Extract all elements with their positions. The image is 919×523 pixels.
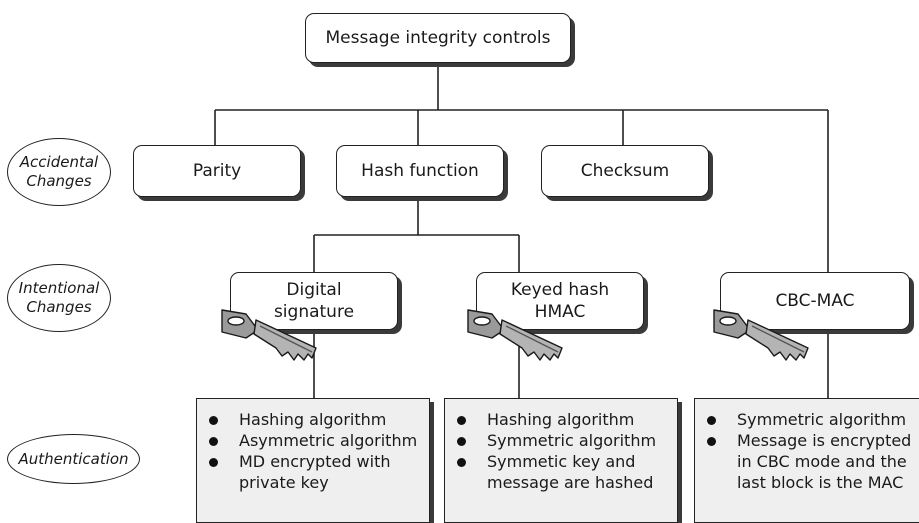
auth-item-text: Message is encrypted xyxy=(737,431,912,450)
keyed-hash-line1: Keyed hash xyxy=(510,280,610,300)
auth-item: Message is encrypted in CBC mode and the l… xyxy=(707,430,919,493)
auth-item: Hashing algorithm xyxy=(209,409,425,430)
level-accidental-line1: Accidental xyxy=(19,153,99,171)
auth-item-text: Symmetic key and xyxy=(487,452,636,471)
auth-item: Asymmetric algorithm xyxy=(209,430,425,451)
parity-box: Parity xyxy=(133,145,301,197)
level-intentional-line1: Intentional xyxy=(18,279,100,297)
root-box: Message integrity controls xyxy=(305,13,571,63)
level-intentional-line2: Changes xyxy=(26,298,92,316)
auth-item-text: in CBC mode and the xyxy=(737,452,907,471)
auth-item-text: Hashing algorithm xyxy=(239,410,387,429)
level-accidental: Accidental Changes xyxy=(7,138,111,206)
level-authentication-line1: Authentication xyxy=(18,449,129,468)
level-intentional: Intentional Changes xyxy=(7,264,111,332)
key-icon xyxy=(713,309,809,361)
auth-item-text: Hashing algorithm xyxy=(487,410,635,429)
auth-box-keyed-hash: Hashing algorithm Symmetric algorithm Sy… xyxy=(444,398,678,523)
checksum-label: Checksum xyxy=(580,161,670,181)
root-connector xyxy=(214,62,829,300)
auth-item-text: message are hashed xyxy=(487,473,654,492)
key-icon xyxy=(221,309,317,361)
auth-item: Symmetic key and message are hashed xyxy=(457,451,673,493)
key-icon xyxy=(467,309,563,361)
digital-signature-line2: signature xyxy=(273,302,355,322)
cbc-mac-box: CBC-MAC xyxy=(720,272,910,330)
auth-item-text: private key xyxy=(239,473,329,492)
auth-item: Symmetric algorithm xyxy=(707,409,919,430)
auth-item: Symmetric algorithm xyxy=(457,430,673,451)
checksum-box: Checksum xyxy=(541,145,709,197)
auth-box-cbc-mac: Symmetric algorithm Message is encrypted… xyxy=(694,398,919,523)
auth-box-digital-signature: Hashing algorithm Asymmetric algorithm M… xyxy=(196,398,430,523)
auth-item-text: Symmetric algorithm xyxy=(487,431,657,450)
level-authentication: Authentication xyxy=(7,434,140,484)
auth-item-text: Symmetric algorithm xyxy=(737,410,907,429)
hash-function-label: Hash function xyxy=(361,161,479,181)
digital-signature-line1: Digital xyxy=(286,280,342,300)
level-accidental-line2: Changes xyxy=(26,172,92,190)
root-label: Message integrity controls xyxy=(325,28,551,48)
hash-connector xyxy=(313,198,520,272)
auth-item-text: last block is the MAC xyxy=(737,473,904,492)
auth-item-text: MD encrypted with xyxy=(239,452,391,471)
parity-label: Parity xyxy=(192,161,242,181)
auth-item: MD encrypted with private key xyxy=(209,451,425,493)
cbc-mac-label: CBC-MAC xyxy=(775,291,855,311)
hash-function-box: Hash function xyxy=(336,145,504,197)
auth-item: Hashing algorithm xyxy=(457,409,673,430)
auth-item-text: Asymmetric algorithm xyxy=(239,431,418,450)
keyed-hash-line2: HMAC xyxy=(534,302,586,322)
